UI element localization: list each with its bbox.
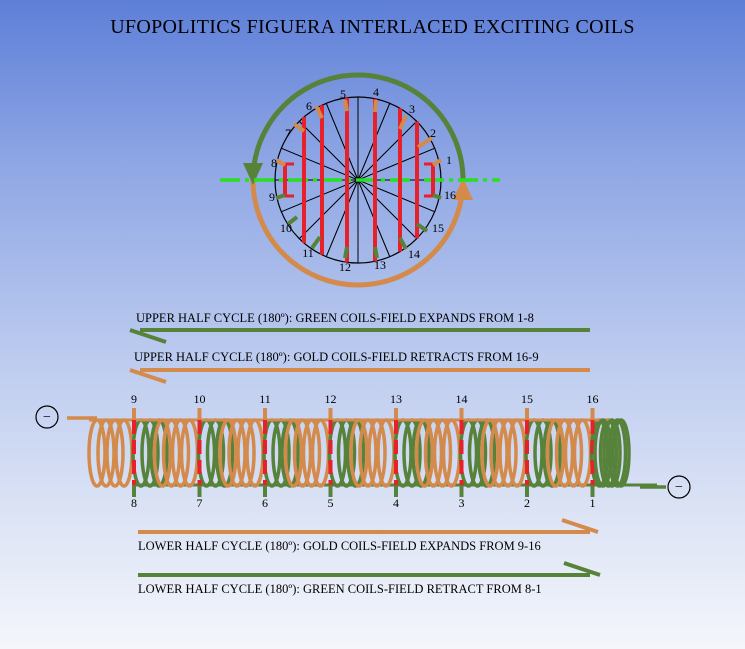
green-terminal-tick — [415, 222, 429, 233]
circle-label: 2 — [430, 126, 436, 140]
coil-bottom-label: 8 — [131, 496, 137, 510]
right-negative-terminal: − — [667, 475, 691, 499]
coil-bottom-label: 4 — [393, 496, 399, 510]
circle-label: 6 — [306, 99, 312, 113]
svg-text:−: − — [43, 410, 51, 425]
coil-top-label: 9 — [131, 392, 137, 406]
upper-green-arrow — [129, 328, 590, 344]
gold-terminal-tick — [416, 136, 434, 149]
gold-terminal-tick — [343, 99, 349, 112]
coil-bottom-label: 3 — [459, 496, 465, 510]
upper-green-caption: UPPER HALF CYCLE (180º): GREEN COILS-FIE… — [136, 311, 534, 325]
gold-terminal-tick — [431, 158, 443, 167]
circle-label: 12 — [339, 260, 351, 274]
green-coil-loop — [602, 418, 622, 488]
terminal-ticks — [275, 99, 443, 259]
circle-label: 1 — [446, 153, 452, 167]
gold-terminal-tick — [275, 158, 286, 167]
green-terminal-tick — [310, 235, 322, 250]
circle-label: 10 — [280, 221, 292, 235]
coil-top-label: 12 — [325, 392, 337, 406]
coil-top-label: 10 — [194, 392, 206, 406]
coil-bottom-label: 5 — [328, 496, 334, 510]
green-coil-loop — [593, 418, 613, 488]
coil-chords — [282, 97, 436, 263]
circle-label: 11 — [302, 246, 314, 260]
coil-top-label: 13 — [390, 392, 402, 406]
coil-top-label: 11 — [259, 392, 271, 406]
gold-arc-arrowhead — [453, 178, 473, 200]
green-arc-arrowhead — [243, 163, 263, 185]
gold-rotation-arc — [250, 179, 466, 288]
green-terminal-tick — [343, 246, 349, 259]
coil-top-label: 14 — [456, 392, 468, 406]
lower-gold-caption: LOWER HALF CYCLE (180º): GOLD COILS-FIEL… — [138, 539, 541, 553]
green-terminal-tick — [275, 193, 286, 200]
circle-label: 4 — [373, 85, 379, 99]
svg-text:−: − — [675, 480, 683, 495]
gold-terminal-tick — [398, 115, 408, 130]
circle-label: 7 — [285, 126, 291, 140]
gold-terminal-tick — [373, 99, 378, 113]
green-terminal-tick — [432, 193, 442, 200]
green-terminal-tick — [398, 237, 408, 250]
coil-bottom-label: 6 — [262, 496, 268, 510]
coil-number-labels: 9 8 10 7 11 6 12 5 13 4 14 3 15 2 16 1 — [131, 392, 599, 510]
circle-label: 3 — [409, 102, 415, 116]
coil-bottom-label: 1 — [590, 496, 596, 510]
circle-label: 14 — [408, 247, 420, 261]
circle-label: 5 — [340, 87, 346, 101]
circle-label: 13 — [374, 258, 386, 272]
circle-label: 16 — [444, 188, 456, 202]
upper-gold-caption: UPPER HALF CYCLE (180º): GOLD COILS-FIEL… — [134, 350, 539, 364]
green-terminal-tick — [373, 246, 379, 259]
lower-green-arrow — [138, 561, 601, 577]
page-title: UFOPOLITICS FIGUERA INTERLACED EXCITING … — [110, 16, 635, 38]
gold-terminal-tick — [314, 105, 324, 119]
lower-green-caption: LOWER HALF CYCLE (180º): GREEN COILS-FIE… — [138, 582, 542, 596]
circle-label: 15 — [432, 221, 444, 235]
coil-top-label: 16 — [587, 392, 599, 406]
green-coil-loop — [611, 418, 631, 488]
circle-label: 8 — [271, 156, 277, 170]
coil-bottom-label: 2 — [524, 496, 530, 510]
green-rotation-arc — [250, 72, 466, 181]
left-negative-terminal: − — [35, 405, 59, 429]
green-terminal-tick — [286, 215, 299, 226]
circle-label: 9 — [269, 190, 275, 204]
interlaced-coil-strip: 9 8 10 7 11 6 12 5 13 4 14 3 15 2 16 1 − − — [35, 392, 691, 510]
coil-top-label: 15 — [521, 392, 533, 406]
upper-gold-arrow — [129, 368, 590, 384]
gold-terminal-tick — [292, 122, 306, 133]
coil-bottom-label: 7 — [197, 496, 203, 510]
coil-wires — [67, 408, 666, 497]
lower-gold-arrow — [138, 518, 599, 534]
